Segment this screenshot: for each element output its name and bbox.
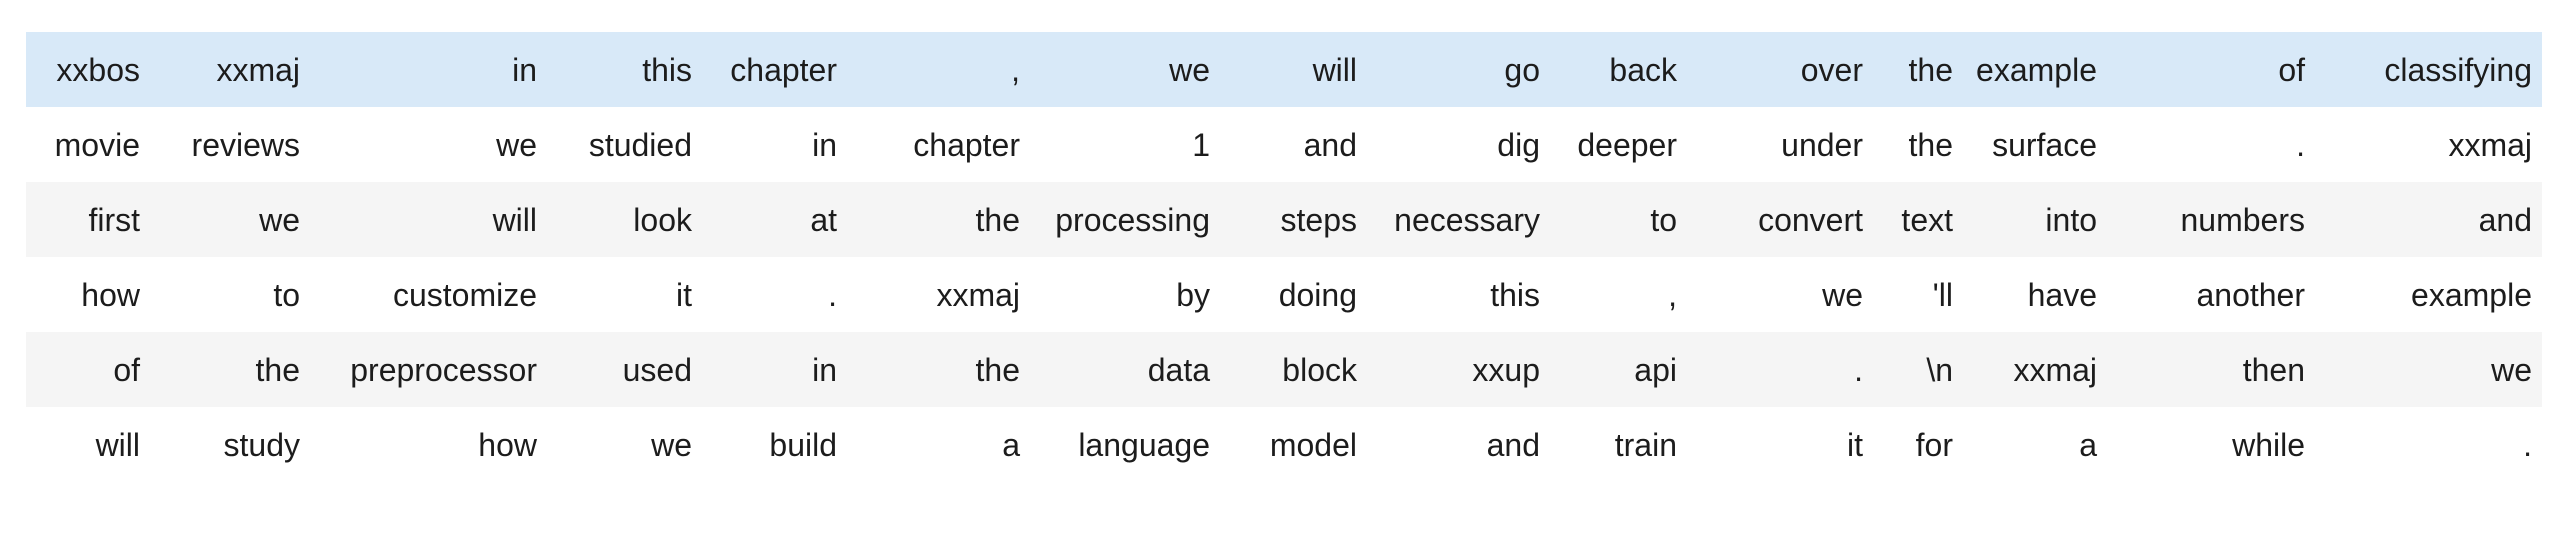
token-cell: in [812, 351, 837, 388]
token-cell: will [95, 426, 140, 463]
token-cell: example [1976, 51, 2097, 88]
token-cell: we [259, 201, 300, 238]
token-cell: xxmaj [936, 276, 1020, 313]
token-cell: 1 [1192, 126, 1210, 163]
token-cell: to [273, 276, 300, 313]
token-cell: by [1176, 276, 1210, 313]
token-cell: preprocessor [350, 351, 537, 388]
token-cell: build [769, 426, 837, 463]
token-cell: deeper [1577, 126, 1677, 163]
token-cell: xxmaj [216, 51, 300, 88]
token-cell: xxmaj [2448, 126, 2532, 163]
token-cell: xxup [1472, 351, 1540, 388]
table-row: will study how we build a language model and trai… [26, 407, 2542, 482]
token-cell: at [810, 201, 837, 238]
token-cell: studied [588, 126, 692, 163]
token-cell: movie [54, 126, 140, 163]
token-cell: we [651, 426, 692, 463]
token-cell: model [1269, 426, 1357, 463]
token-cell: how [478, 426, 537, 463]
token-cell: into [2045, 201, 2097, 238]
token-cell: steps [1280, 201, 1357, 238]
token-cell: we [496, 126, 537, 163]
token-cell: this [642, 51, 692, 88]
token-cell: how [81, 276, 140, 313]
token-cell: . [2523, 426, 2532, 463]
token-table: xxbos xxmaj in this chapter, we will go back over… [26, 32, 2542, 482]
token-cell: we [2491, 351, 2532, 388]
token-cell: have [2027, 276, 2097, 313]
token-cell: the [975, 201, 1020, 238]
table-row: how to customize it. xxmaj by doing this, we 'll h… [26, 257, 2542, 332]
token-cell: . [1854, 351, 1863, 388]
token-cell: the [1908, 51, 1953, 88]
token-table-body: xxbos xxmaj in this chapter, we will go back over… [26, 32, 2542, 482]
token-cell: it [1847, 426, 1863, 463]
token-cell: we [1169, 51, 1210, 88]
token-cell: in [812, 126, 837, 163]
token-cell: xxbos [56, 51, 140, 88]
token-cell: 'll [1932, 276, 1953, 313]
table-row-highlighted: xxbos xxmaj in this chapter, we will go back over… [26, 32, 2542, 107]
token-cell: chapter [730, 51, 837, 88]
token-cell: this [1490, 276, 1540, 313]
token-cell: will [1312, 51, 1357, 88]
token-cell: language [1078, 426, 1210, 463]
token-cell: while [2232, 426, 2305, 463]
token-cell: train [1614, 426, 1677, 463]
token-cell: in [512, 51, 537, 88]
token-cell: a [1002, 426, 1020, 463]
token-cell: , [1668, 276, 1677, 313]
token-cell: . [2296, 126, 2305, 163]
token-cell: first [88, 201, 140, 238]
token-cell: the [255, 351, 300, 388]
token-cell: it [676, 276, 692, 313]
token-cell: another [2196, 276, 2305, 313]
token-cell: under [1781, 126, 1863, 163]
table-row: of the preprocessor used in the data block xxup a… [26, 332, 2542, 407]
token-cell: study [223, 426, 300, 463]
token-cell: chapter [913, 126, 1020, 163]
token-cell: convert [1758, 201, 1863, 238]
token-cell: look [633, 201, 692, 238]
token-cell: \n [1926, 351, 1953, 388]
table-row: first we will look at the processing steps neces… [26, 182, 2542, 257]
token-cell: will [492, 201, 537, 238]
token-cell: and [1303, 126, 1357, 163]
token-cell: back [1609, 51, 1677, 88]
token-cell: example [2411, 276, 2532, 313]
token-cell: block [1282, 351, 1357, 388]
token-cell: processing [1055, 201, 1210, 238]
token-cell: and [1486, 426, 1540, 463]
token-cell: . [828, 276, 837, 313]
token-cell: to [1650, 201, 1677, 238]
token-cell: go [1504, 51, 1540, 88]
token-cell: a [2079, 426, 2097, 463]
token-cell: of [2278, 51, 2305, 88]
token-cell: used [622, 351, 692, 388]
token-cell: api [1634, 351, 1677, 388]
token-cell: of [113, 351, 140, 388]
token-cell: the [975, 351, 1020, 388]
token-cell: then [2242, 351, 2305, 388]
token-cell: for [1915, 426, 1953, 463]
token-cell: over [1800, 51, 1863, 88]
token-cell: the [1908, 126, 1953, 163]
token-cell: xxmaj [2013, 351, 2097, 388]
token-cell: doing [1278, 276, 1357, 313]
token-cell: , [1011, 51, 1020, 88]
token-cell: data [1147, 351, 1210, 388]
token-cell: surface [1992, 126, 2097, 163]
token-cell: customize [392, 276, 537, 313]
token-cell: and [2478, 201, 2532, 238]
token-cell: classifying [2384, 51, 2532, 88]
notebook-output: xxbos xxmaj in this chapter, we will go back over… [26, 32, 2542, 482]
token-cell: reviews [191, 126, 300, 163]
token-cell: necessary [1394, 201, 1540, 238]
token-cell: text [1901, 201, 1953, 238]
token-cell: numbers [2180, 201, 2306, 238]
token-cell: we [1822, 276, 1863, 313]
token-cell: dig [1497, 126, 1540, 163]
